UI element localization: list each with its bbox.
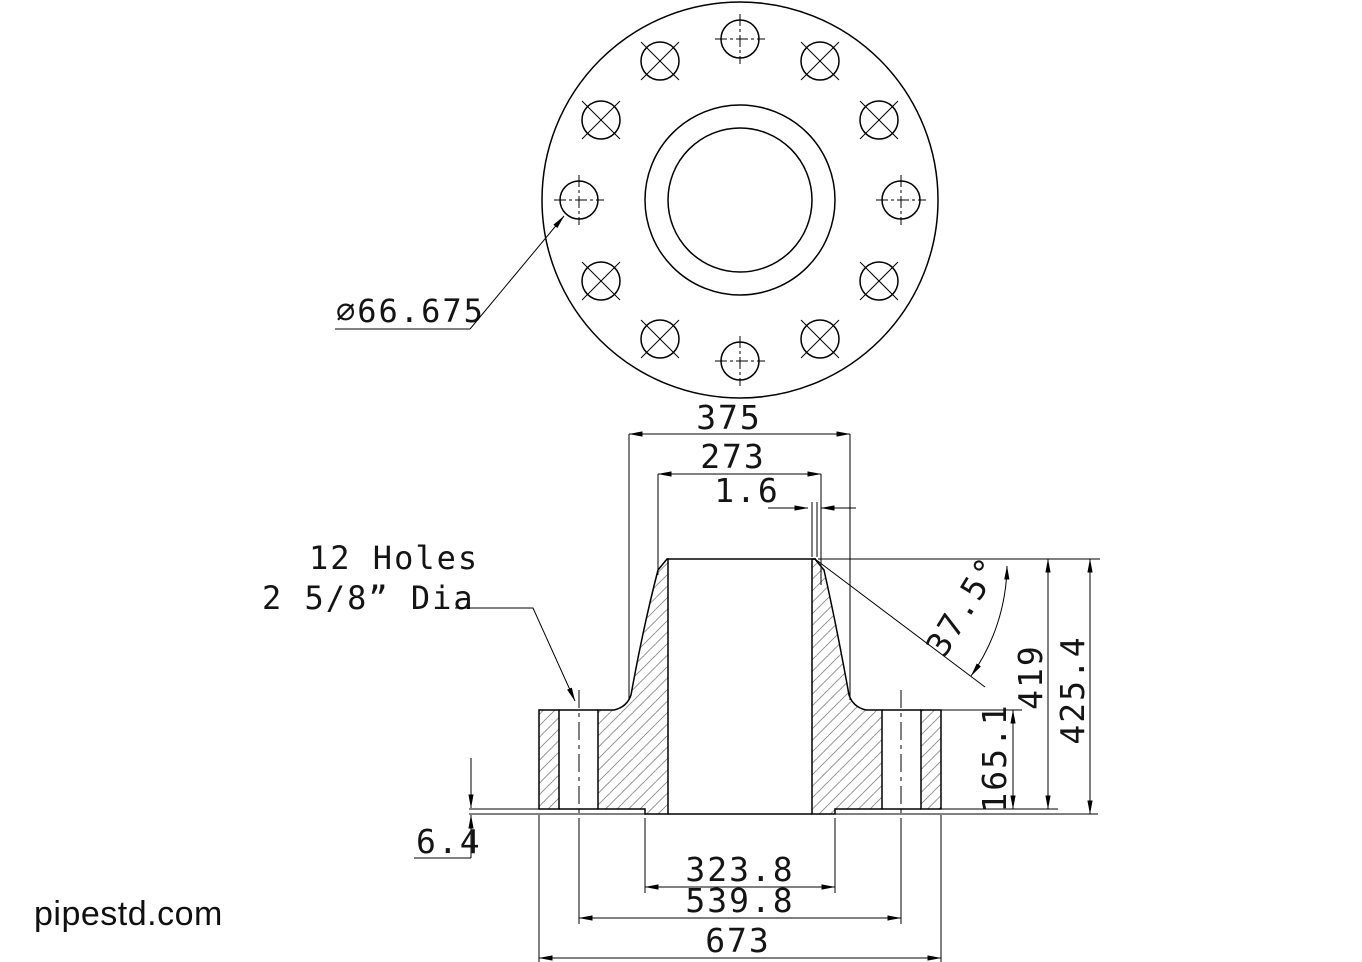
bore-circle: [667, 127, 813, 273]
bolt-hole-bottom: [715, 336, 765, 386]
bolt-hole-right: [876, 175, 926, 225]
bevel-angle-leader: [814, 558, 986, 688]
watermark-text: pipestd.com: [34, 895, 223, 933]
angle-arc: [970, 565, 1010, 677]
leader-line-bolt-hole: [469, 215, 565, 330]
raised-face-circle: [644, 104, 836, 296]
dim-overall-length: 425.4: [1053, 635, 1092, 744]
bolt-hole-top: [715, 14, 765, 64]
dim-weld-land: 1.6: [714, 471, 780, 510]
hub-left-section: [597, 558, 669, 815]
dim-flange-thickness: 165.1: [975, 703, 1014, 812]
flange-rim-right-section: [920, 709, 942, 810]
bolt-hole: [640, 41, 680, 81]
callout-holes-size: 2 5/8” Dia: [262, 579, 475, 617]
callout-bolt-hole-diameter: ∅66.675: [336, 292, 485, 330]
bolt-hole-left: [554, 175, 604, 225]
bolt-hole: [859, 261, 899, 301]
dim-bolt-circle-diameter: 539.8: [685, 881, 794, 920]
top-view: [541, 1, 939, 399]
dim-flange-od: 673: [705, 921, 771, 960]
dim-raised-face-height: 6.4: [416, 822, 482, 861]
bolt-hole: [800, 41, 840, 81]
callouts: ∅66.675 12 Holes 2 5/8” Dia: [262, 215, 576, 702]
bolt-hole: [640, 319, 680, 359]
callout-holes-count: 12 Holes: [309, 539, 479, 577]
leader-line-holes: [455, 607, 576, 702]
hub-right-section: [811, 558, 883, 815]
flange-rim-left-section: [538, 709, 560, 810]
bolt-hole: [859, 100, 899, 140]
bolt-hole: [581, 100, 621, 140]
side-section-view: [538, 558, 942, 924]
dim-pipe-od: 273: [700, 437, 766, 476]
dim-hub-base-diameter: 375: [696, 398, 762, 437]
dim-raised-face-diameter: 323.8: [685, 850, 794, 889]
bolt-hole: [800, 319, 840, 359]
dim-bevel-angle: 37.5°: [918, 549, 1008, 663]
flange-outer-circle: [541, 1, 939, 399]
dim-length-to-flange-face: 419: [1011, 644, 1050, 710]
bolt-hole: [581, 261, 621, 301]
dimensions: 375 273 1.6 37.5° 165.1 419 425.4: [414, 398, 1100, 962]
